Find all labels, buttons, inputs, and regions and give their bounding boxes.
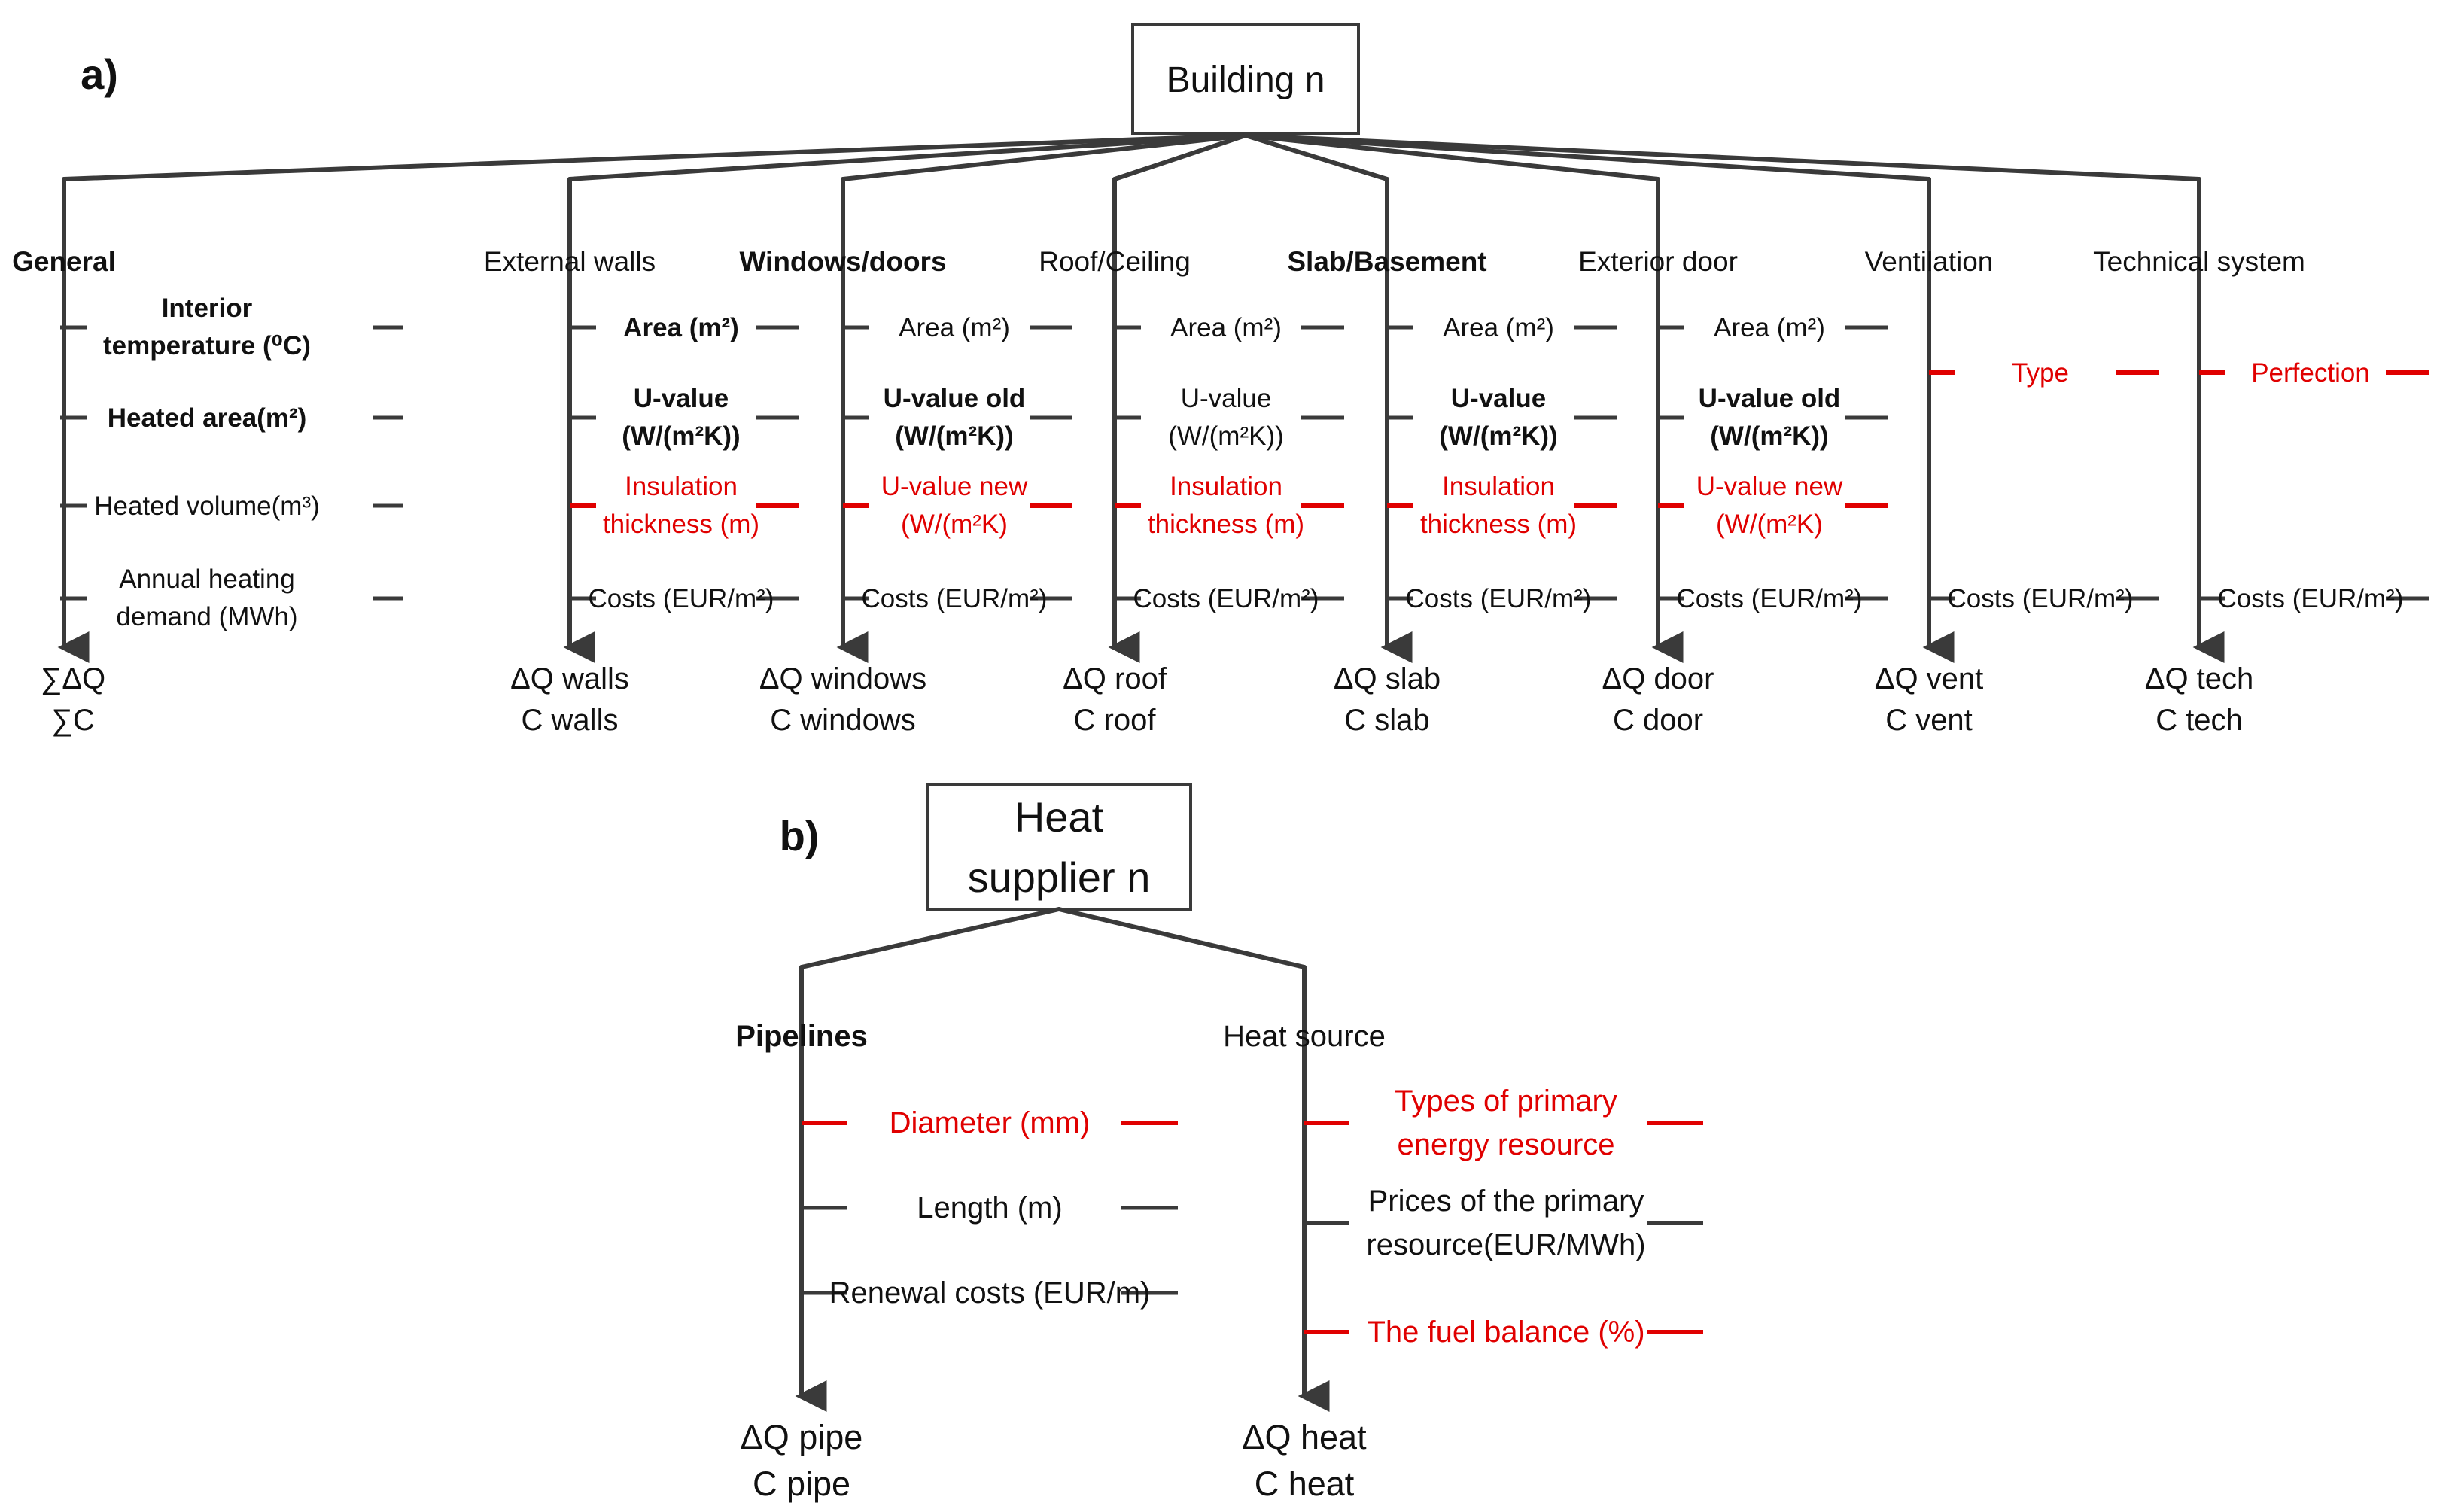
param-label-external-walls-3: Insulation: [625, 472, 738, 501]
param-label-external-walls-2: (W/(m²K)): [622, 421, 740, 451]
branch-windows-doors: [841, 133, 1248, 181]
param-label-heat-source-3: The fuel balance (%): [1367, 1316, 1644, 1349]
branch-heat-source: [1057, 907, 1307, 969]
output-general-2: ∑C: [51, 704, 94, 737]
param-label-slab-basement-2: U-value: [1451, 384, 1546, 413]
branch-technical-system: [1243, 133, 2201, 181]
output-heat-source-1: ΔQ heat: [1242, 1418, 1367, 1456]
column-header-slab-basement: Slab/Basement: [1287, 246, 1486, 277]
heat-supplier-root-label: supplier n: [968, 853, 1151, 901]
param-label-pipelines-1: Diameter (mm): [890, 1106, 1091, 1139]
param-label-exterior-door-4: Costs (EUR/m²): [1677, 584, 1863, 613]
param-label-slab-basement-2: (W/(m²K)): [1439, 421, 1557, 451]
output-exterior-door-1: ΔQ door: [1602, 662, 1714, 695]
branch-pipelines: [799, 907, 1061, 969]
param-label-exterior-door-2: (W/(m²K)): [1710, 421, 1828, 451]
param-label-external-walls-4: Costs (EUR/m²): [589, 584, 774, 613]
param-label-external-walls-1: Area (m²): [623, 313, 739, 342]
building-root-label: Building n: [1167, 60, 1325, 100]
param-label-roof-ceiling-2: (W/(m²K)): [1168, 421, 1284, 451]
param-label-heat-source-2: Prices of the primary: [1368, 1185, 1644, 1218]
param-label-windows-doors-3: U-value new: [881, 472, 1028, 501]
branch-external-walls: [567, 133, 1248, 181]
output-windows-doors-1: ΔQ windows: [759, 662, 926, 695]
output-slab-basement-2: C slab: [1344, 704, 1429, 737]
output-general-1: ∑ΔQ: [41, 662, 105, 695]
param-label-exterior-door-2: U-value old: [1699, 384, 1841, 413]
column-header-heat-source: Heat source: [1223, 1020, 1386, 1053]
output-windows-doors-2: C windows: [770, 704, 915, 737]
output-heat-source-2: C heat: [1255, 1465, 1355, 1503]
param-label-technical-system-1: Perfection: [2251, 358, 2370, 388]
param-label-general-3: Heated volume(m³): [94, 491, 320, 521]
output-technical-system-2: C tech: [2155, 704, 2243, 737]
param-label-external-walls-3: thickness (m): [603, 510, 759, 539]
output-roof-ceiling-1: ΔQ roof: [1063, 662, 1167, 695]
param-label-slab-basement-4: Costs (EUR/m²): [1406, 584, 1592, 613]
output-slab-basement-1: ΔQ slab: [1334, 662, 1441, 695]
param-label-general-4: demand (MWh): [116, 602, 297, 631]
param-label-roof-ceiling-3: Insulation: [1170, 472, 1282, 501]
param-label-ventilation-1: Type: [2012, 358, 2069, 388]
param-label-general-2: Heated area(m²): [108, 403, 307, 433]
branch-general: [62, 133, 1248, 181]
param-label-roof-ceiling-2: U-value: [1181, 384, 1272, 413]
column-header-roof-ceiling: Roof/Ceiling: [1039, 246, 1191, 277]
output-external-walls-2: C walls: [522, 704, 619, 737]
output-roof-ceiling-2: C roof: [1074, 704, 1157, 737]
param-label-roof-ceiling-3: thickness (m): [1148, 510, 1304, 539]
param-label-pipelines-3: Renewal costs (EUR/m): [829, 1276, 1151, 1310]
param-label-exterior-door-3: U-value new: [1696, 472, 1843, 501]
column-header-external-walls: External walls: [484, 246, 656, 277]
param-label-heat-source-1: energy resource: [1397, 1128, 1614, 1161]
column-header-general: General: [12, 246, 116, 277]
output-exterior-door-2: C door: [1613, 704, 1703, 737]
output-pipelines-1: ΔQ pipe: [741, 1418, 863, 1456]
param-label-roof-ceiling-1: Area (m²): [1170, 313, 1282, 342]
param-label-slab-basement-3: thickness (m): [1420, 510, 1577, 539]
output-technical-system-1: ΔQ tech: [2145, 662, 2254, 695]
param-label-slab-basement-3: Insulation: [1442, 472, 1555, 501]
heat-supplier-root-box: [926, 783, 1192, 911]
param-label-ventilation-2: Costs (EUR/m²): [1948, 584, 2134, 613]
param-label-general-1: temperature (⁰C): [103, 331, 311, 361]
output-ventilation-2: C vent: [1885, 704, 1973, 737]
column-header-technical-system: Technical system: [2093, 246, 2305, 277]
param-label-general-4: Annual heating: [119, 564, 295, 594]
column-header-exterior-door: Exterior door: [1578, 246, 1738, 277]
output-external-walls-1: ΔQ walls: [510, 662, 629, 695]
branch-roof-ceiling: [1112, 133, 1248, 181]
column-header-windows-doors: Windows/doors: [739, 246, 946, 277]
building-root-box: [1131, 23, 1360, 135]
param-label-roof-ceiling-4: Costs (EUR/m²): [1133, 584, 1319, 613]
param-label-heat-source-2: resource(EUR/MWh): [1366, 1228, 1645, 1261]
heat-supplier-root-label: Heat: [1015, 793, 1104, 841]
param-label-pipelines-2: Length (m): [917, 1191, 1062, 1225]
branch-slab-basement: [1243, 133, 1389, 181]
param-label-exterior-door-1: Area (m²): [1714, 313, 1825, 342]
panel-a-label: a): [81, 50, 118, 98]
param-label-windows-doors-4: Costs (EUR/m²): [862, 584, 1048, 613]
param-label-heat-source-1: Types of primary: [1395, 1085, 1617, 1118]
column-header-pipelines: Pipelines: [735, 1020, 868, 1053]
panel-b-label: b): [780, 812, 820, 859]
param-label-windows-doors-1: Area (m²): [899, 313, 1010, 342]
param-label-technical-system-2: Costs (EUR/m²): [2218, 584, 2404, 613]
column-header-ventilation: Ventilation: [1865, 246, 1994, 277]
param-label-slab-basement-1: Area (m²): [1443, 313, 1554, 342]
param-label-external-walls-2: U-value: [634, 384, 729, 413]
param-label-exterior-door-3: (W/(m²K): [1716, 510, 1823, 539]
branch-exterior-door: [1243, 133, 1660, 181]
param-label-general-1: Interior: [162, 294, 253, 323]
param-label-windows-doors-2: U-value old: [884, 384, 1026, 413]
output-pipelines-2: C pipe: [753, 1465, 850, 1503]
output-ventilation-1: ΔQ vent: [1875, 662, 1984, 695]
param-label-windows-doors-2: (W/(m²K)): [895, 421, 1013, 451]
param-label-windows-doors-3: (W/(m²K): [901, 510, 1008, 539]
